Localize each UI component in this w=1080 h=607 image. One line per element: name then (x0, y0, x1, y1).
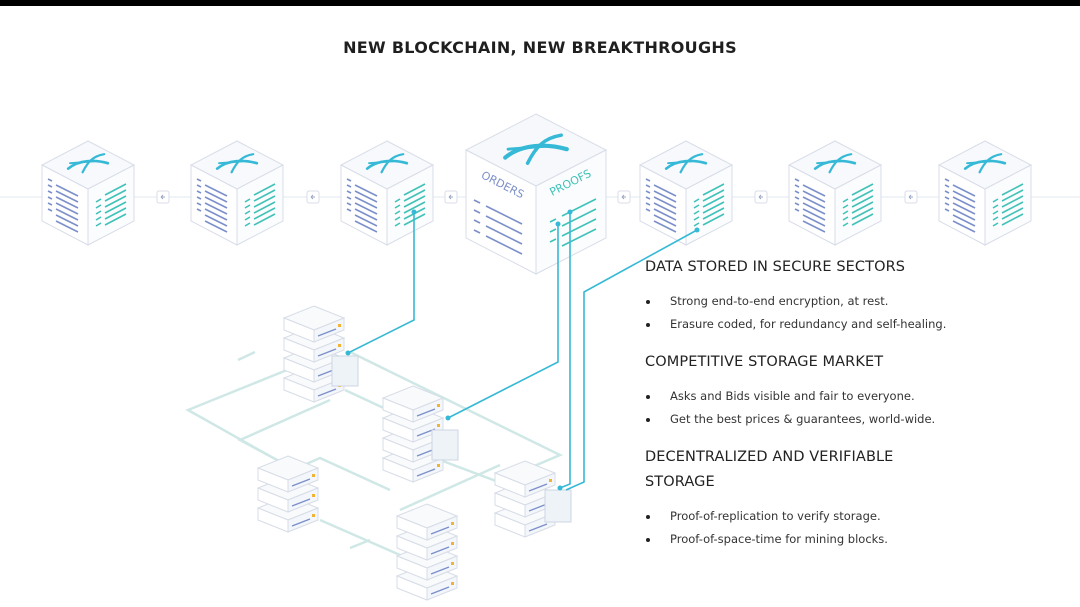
top-bar (0, 0, 1080, 6)
chain-link-icon (444, 190, 458, 204)
block-cube (939, 141, 1031, 245)
block-cube (789, 141, 881, 245)
chain-link-icon (617, 190, 631, 204)
bullet-icon (646, 395, 650, 399)
bullet-icon (646, 515, 650, 519)
list-item: Asks and Bids visible and fair to everyo… (645, 385, 1065, 408)
section-heading: DATA STORED IN SECURE SECTORS (645, 259, 906, 275)
block-cube (42, 141, 134, 245)
server-stack (396, 503, 458, 601)
chain-link-icon (156, 190, 170, 204)
center-block-cube: ORDERS PROOFS (464, 113, 608, 275)
feature-list: Strong end-to-end encryption, at rest. E… (645, 290, 1065, 336)
list-item: Proof-of-replication to verify storage. (645, 505, 1065, 528)
network-paths (185, 350, 563, 557)
chain-link-icon (904, 190, 918, 204)
storage-connections (347, 212, 698, 491)
bullet-icon (646, 538, 650, 542)
bullet-icon (646, 418, 650, 422)
bullet-icon (646, 300, 650, 304)
block-cube (341, 141, 433, 245)
list-item: Get the best prices & guarantees, world-… (645, 408, 1065, 431)
list-item: Erasure coded, for redundancy and self-h… (645, 313, 1065, 336)
section-heading: COMPETITIVE STORAGE MARKET (645, 354, 884, 370)
feature-list: Proof-of-replication to verify storage. … (645, 505, 1065, 551)
bullet-icon (646, 323, 650, 327)
server-stack (494, 460, 572, 538)
page-title: NEW BLOCKCHAIN, NEW BREAKTHROUGHS (343, 38, 737, 57)
server-stack (283, 305, 359, 403)
chain-link-icon (306, 190, 320, 204)
feature-panel: DATA STORED IN SECURE SECTORS Strong end… (645, 255, 1065, 565)
section-heading: DECENTRALIZED AND VERIFIABLE STORAGE (645, 449, 894, 490)
block-cube (640, 141, 732, 245)
list-item: Proof-of-space-time for mining blocks. (645, 528, 1065, 551)
block-cube (191, 141, 283, 245)
feature-list: Asks and Bids visible and fair to everyo… (645, 385, 1065, 431)
chain-link-icon (754, 190, 768, 204)
server-stack (382, 385, 459, 483)
server-stack (257, 455, 319, 533)
list-item: Strong end-to-end encryption, at rest. (645, 290, 1065, 313)
